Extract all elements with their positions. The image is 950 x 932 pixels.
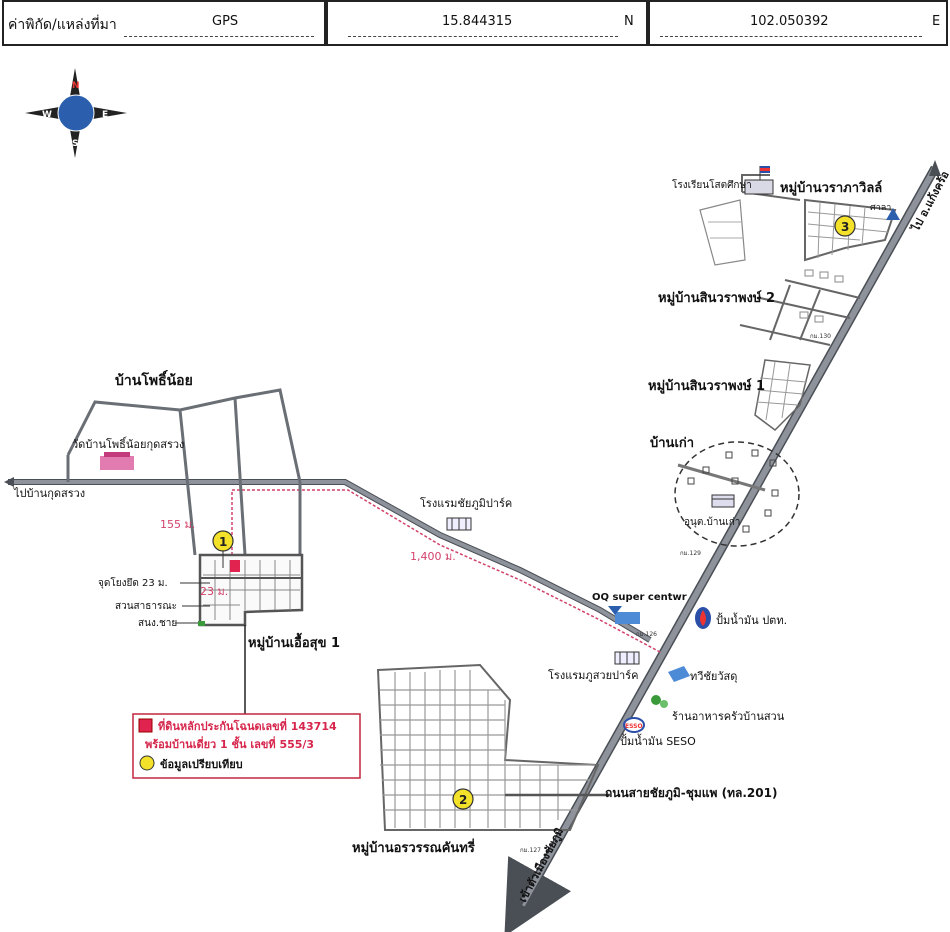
sinwarapong-2-block [739,269,861,346]
legend-subject-swatch [138,718,153,733]
lon-underline [660,36,922,37]
west-road [4,477,652,643]
km-marker-129: กม.129 [680,550,701,557]
label-sinwarapong-2: หมู่บ้านสินวราพงษ์ 2 [658,290,775,306]
compass-rose-icon: N S W E [25,68,127,158]
sinwarapong-1-block [754,359,811,431]
longitude-direction: E [932,14,941,29]
lat-underline [348,36,618,37]
south-arrowhead-icon [512,898,525,912]
label-to-ban-kut-suang: ไปบ้านกุดสรวง [13,487,85,500]
label-wat-pho-noi: วัดบ้านโพธิ์น้อยกุดสรวง [72,436,184,451]
label-chaiyaphum-park: โรงแรมชัยภูมิปาร์ค [420,496,512,510]
legend-subject-line2: พร้อมบ้านเดี่ยว 1 ชั้น เลขที่ 555/3 [145,736,314,751]
label-orawan-country: หมู่บ้านอรวรรณคันทรี่ [352,838,475,856]
label-ptt-pump: ปั้มน้ำมัน ปตท. [716,612,787,627]
svg-text:ESSO: ESSO [625,723,643,730]
oq-supercenter-icon [608,606,640,624]
legend-box: ที่ดินหลักประกันโฉนดเลขที่ 143714 พร้อมบ… [132,713,361,779]
park-marker [198,621,205,626]
compass-n: N [72,81,80,91]
compass-s: S [72,139,78,149]
label-public-park: สวนสาธารณะ [115,601,177,612]
legend-comparable-label: ข้อมูลเปรียบเทียบ [160,758,243,772]
north-arrowhead-icon [929,160,941,176]
restaurant-icon [651,695,668,708]
label-sinwarapong-1: หมู่บ้านสินวราพงษ์ 1 [648,378,765,394]
label-restaurant: ร้านอาหารครัวบ้านสวน [672,710,785,723]
label-main-highway: ถนนสายชัยภูมิ-ชุมแพ (ทล.201) [605,786,777,801]
compass-w: W [42,110,52,120]
km-marker-126: กม.126 [636,631,657,638]
legend-comparable-swatch [139,755,155,771]
health-station-icon [711,494,735,508]
comparable-marker-2: 2 [452,788,474,810]
header-label-cell: ค่าพิกัด/แหล่งที่มา GPS [2,0,326,46]
compass-e: E [102,110,108,120]
school-icon [744,166,774,195]
orawan-country-grid [376,663,610,831]
chaiyaphum-park-hotel-icon [446,517,472,531]
header-lat-cell: 15.844315 N [326,0,648,46]
svg-text:2: 2 [459,793,467,807]
label-sport-office: สนง.ชาย [138,618,177,629]
label-waraphawill: หมู่บ้านวราภาวิลล์ [780,180,882,196]
ban-pho-noi-roads [66,388,302,556]
coordinate-header: ค่าพิกัด/แหล่งที่มา GPS 15.844315 N 102.… [0,0,950,52]
km-marker-127: กม.127 [520,847,541,854]
ptt-pump-icon [695,607,711,629]
comparable-marker-1: 1 [212,530,234,568]
svg-text:1: 1 [219,535,227,549]
legend-subject-line1: ที่ดินหลักประกันโฉนดเลขที่ 143714 [158,718,337,733]
label-sala: ศาลา [870,203,891,213]
coordinate-source-value: GPS [212,14,239,29]
label-viewpoint: จุดโยงยึด 23 ม. [98,576,168,589]
label-ban-pho-noi: บ้านโพธิ์น้อย [115,369,193,389]
svg-text:3: 3 [841,220,849,234]
latitude-direction: N [624,14,634,29]
label-health-station: อนุต.บ้านเก่า [684,516,740,528]
twee-store-icon [668,666,690,682]
route-path [231,489,661,653]
label-to-chaiyaphum-city: เข้าตัวเมืองชัยภูมิ [516,826,567,905]
comparable-marker-3: 3 [834,215,856,237]
label-phusuay-park: โรงแรมภูสวยปาร์ค [548,668,638,682]
header-lon-cell: 102.050392 E [648,0,948,46]
temple-icon [100,452,134,470]
label-school: โรงเรียนโสตศึกษา [672,178,752,191]
label-ban-khao: บ้านเก่า [650,435,694,451]
west-arrowhead-icon [4,477,14,487]
label-oq-supercenter: OQ super centwr [592,592,687,603]
label-distance-155: 155 ม. [160,518,195,531]
euasuk-village-block [198,553,304,627]
phusuay-park-hotel-icon [614,651,640,665]
label-distance-1400: 1,400 ม. [410,550,456,563]
label-seso-pump: ปั้มน้ำมัน SESO [620,733,696,748]
source-underline [124,36,314,37]
label-twee-store: ทวีชัยวัสดุ [690,670,737,683]
esso-logo-icon: ESSO [623,717,645,733]
subject-property-marker [230,560,240,572]
longitude-value: 102.050392 [750,14,829,29]
label-distance-23: 23 ม. [200,585,228,598]
latitude-value: 15.844315 [442,14,513,29]
ban-khao-area [674,441,800,547]
label-euasuk-village: หมู่บ้านเอื้อสุข 1 [248,632,340,651]
coordinate-source-label: ค่าพิกัด/แหล่งที่มา [8,17,117,33]
km-marker-130: กม.130 [810,333,831,340]
sala-icon [886,208,900,220]
